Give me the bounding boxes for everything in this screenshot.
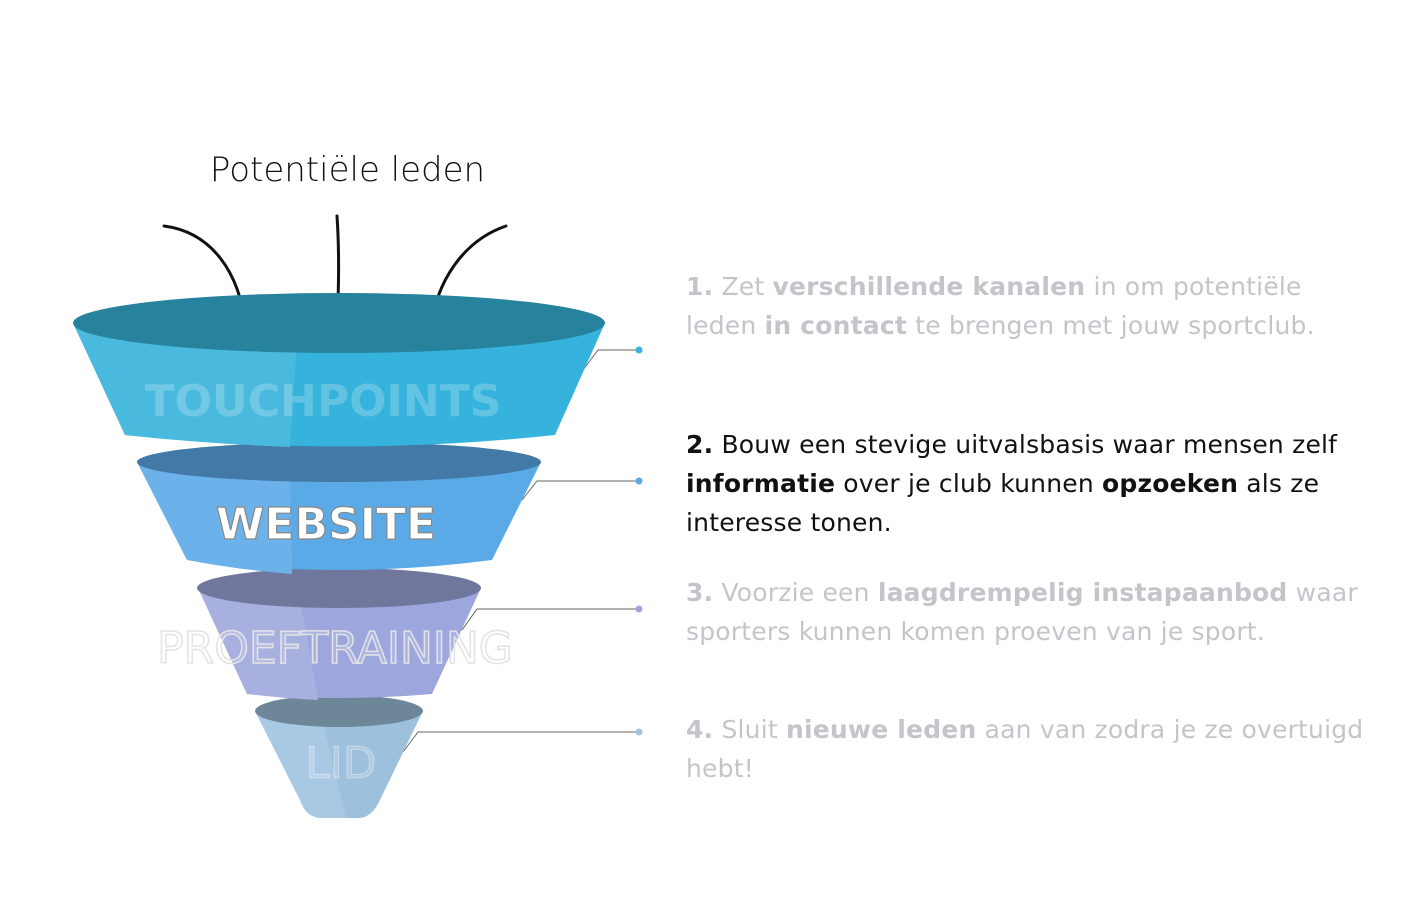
funnel-segment-touchpoints: TOUCHPOINTS xyxy=(73,293,605,447)
step-3-text: 3. Voorzie een laagdrempelig instapaanbo… xyxy=(686,573,1366,651)
step-2-text: 2. Bouw een stevige uitvalsbasis waar me… xyxy=(686,425,1366,542)
funnel-segment-website: WEBSITE xyxy=(137,442,541,574)
connector-dot-1 xyxy=(635,346,643,354)
step-number: 3. xyxy=(686,578,714,607)
segment-label-website: WEBSITE xyxy=(216,499,436,550)
bold-run: verschillende kanalen xyxy=(772,272,1086,301)
funnel-segment-lid: LID xyxy=(255,695,423,818)
text-run: aan van zodra je ze overtuigd hebt! xyxy=(686,715,1364,783)
step-4-text: 4. Sluit nieuwe leden aan van zodra je z… xyxy=(686,710,1366,788)
step-number: 4. xyxy=(686,715,714,744)
connector-1 xyxy=(582,349,636,371)
funnel-segment-proeftraining: PROEFTRAINING xyxy=(156,568,514,700)
bold-run: opzoeken xyxy=(1102,469,1239,498)
step-1-text: 1. Zet verschillende kanalen in om poten… xyxy=(686,267,1366,345)
diagram-title: Potentiële leden xyxy=(209,150,486,190)
connector-2 xyxy=(521,480,636,501)
text-run: waar sporters kunnen komen proeven van j… xyxy=(686,578,1358,646)
connector-dot-3 xyxy=(635,605,643,613)
bold-run: informatie xyxy=(686,469,836,498)
connector-3 xyxy=(461,608,636,631)
segment-label-lid: LID xyxy=(305,738,376,789)
step-number: 1. xyxy=(686,272,714,301)
connector-dot-4 xyxy=(635,728,643,736)
text-run: als ze interesse tonen. xyxy=(686,469,1320,537)
segment-label-touchpoints: TOUCHPOINTS xyxy=(145,376,502,427)
segment-label-proeftraining: PROEFTRAINING xyxy=(157,623,513,674)
step-number: 2. xyxy=(686,430,714,459)
text-run: in om potentiële leden xyxy=(686,272,1302,340)
text-run: Voorzie een xyxy=(713,578,878,607)
bold-run: in contact xyxy=(764,311,908,340)
connector-4 xyxy=(402,731,636,753)
text-run: te brengen met jouw sportclub. xyxy=(907,311,1315,340)
connectors xyxy=(402,349,636,753)
text-run: Zet xyxy=(713,272,773,301)
text-run: over je club kunnen xyxy=(835,469,1103,498)
bold-run: nieuwe leden xyxy=(786,715,977,744)
connector-dot-2 xyxy=(635,477,643,485)
bold-run: laagdrempelig instapaanbod xyxy=(877,578,1288,607)
text-run: Bouw een stevige uitvalsbasis waar mense… xyxy=(713,430,1338,459)
text-run: Sluit xyxy=(713,715,786,744)
